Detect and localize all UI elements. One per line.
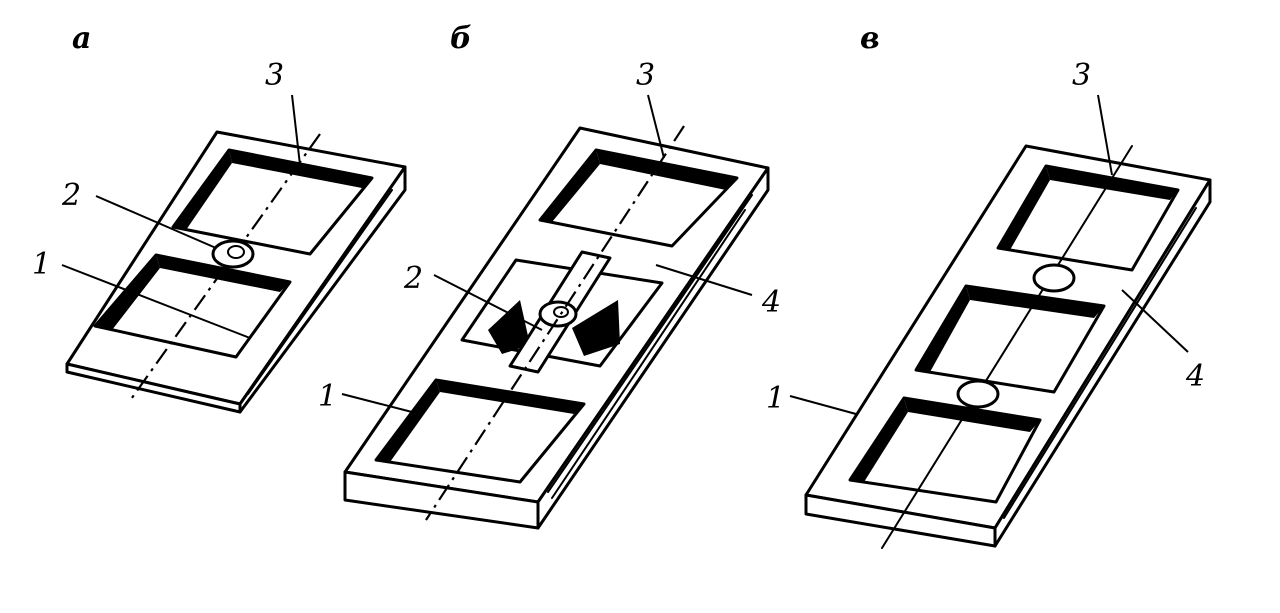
panel-c-gate-lower <box>956 379 1000 409</box>
panel-a-axis-line <box>128 133 321 403</box>
panel-a-mould-frame <box>65 130 407 414</box>
panel-c-callout-4: 4 <box>1185 359 1205 394</box>
panel-c-letter: в <box>860 21 880 56</box>
panel-c-callout-3: 3 <box>1072 58 1091 93</box>
panel-c-gate-upper <box>1032 263 1076 293</box>
panel-b-callout-4: 4 <box>761 285 781 320</box>
panel-b-gate <box>538 300 578 328</box>
panel-b-mould-frame <box>343 125 770 530</box>
panel-b-letter: б <box>450 21 472 56</box>
panel-a-callout-3: 3 <box>265 58 284 93</box>
panel-b-callout-2: 2 <box>403 261 423 296</box>
panel-a-letter: а <box>72 21 91 56</box>
panel-b-axis-line <box>425 125 685 521</box>
panel-a-callout-2: 2 <box>61 178 81 213</box>
panel-c-mould-frame <box>804 144 1212 549</box>
panel-c-callout-1: 1 <box>766 381 785 416</box>
panel-a-callout-1: 1 <box>32 247 51 282</box>
panel-b: б <box>318 21 781 530</box>
panel-b-callout-1: 1 <box>318 379 337 414</box>
panel-a: а 3 2 1 <box>32 21 407 414</box>
panel-b-callout-3: 3 <box>636 58 655 93</box>
panel-a-gate <box>211 239 255 269</box>
panel-c: в 3 <box>766 21 1212 549</box>
panel-c-axis-line <box>881 145 1133 549</box>
